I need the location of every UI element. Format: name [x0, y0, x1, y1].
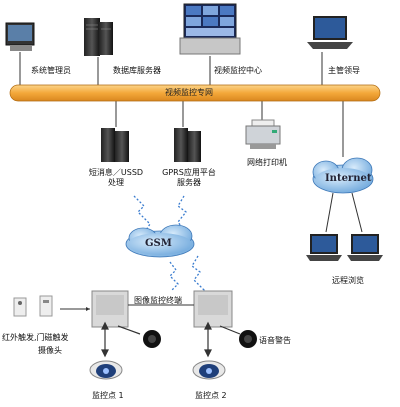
remote-laptop-icon-1	[306, 234, 342, 261]
site2-label: 监控点 2	[195, 391, 227, 400]
gprs-server-icon	[174, 128, 201, 162]
leader-label: 主管领导	[328, 66, 360, 75]
gsm-cloud	[125, 224, 195, 258]
printer-label: 网络打印机	[247, 158, 287, 167]
internet-cloud	[312, 157, 374, 194]
voice-alarm-label: 语音警告	[259, 336, 291, 345]
video-wall-icon	[179, 3, 241, 55]
sms-server-icon	[101, 128, 129, 162]
leader-laptop-icon	[307, 16, 353, 49]
site1-label: 监控点 1	[92, 391, 124, 400]
db-server-icon	[84, 18, 113, 56]
printer-icon	[245, 119, 281, 149]
speaker-icon-1	[143, 330, 161, 348]
gsm-label: GSM	[145, 238, 172, 249]
internet-label: Internet	[325, 173, 372, 184]
bus-label: 视频监控专网	[165, 88, 213, 97]
admin-label: 系统管理员	[31, 66, 71, 75]
remote-laptop-icon-2	[347, 234, 383, 261]
dome-camera-icon-1	[89, 360, 123, 380]
speaker-icon-2	[239, 330, 257, 348]
remote-view-label: 远程浏览	[332, 276, 364, 285]
infrared-sensor-icon	[13, 297, 27, 317]
internet-connectors	[325, 192, 363, 233]
top-connectors	[19, 52, 344, 157]
sensors-label: 红外触发,门磁触发	[2, 333, 69, 342]
terminal-label: 图像监控终端	[134, 296, 182, 305]
door-sensor-icon	[39, 295, 53, 317]
video-center-label: 视频监控中心	[214, 66, 262, 75]
db-server-label: 数据库服务器	[113, 66, 161, 75]
admin-computer-icon	[5, 22, 35, 51]
network-bus	[9, 84, 381, 102]
terminal-box-2	[193, 290, 233, 328]
gprs-server-label: GPRS应用平台服务器	[162, 168, 216, 187]
device-links	[101, 321, 241, 358]
dome-camera-icon-2	[192, 360, 226, 380]
camera-label: 摄像头	[38, 346, 62, 355]
sms-ussd-label: 短消息／USSD处理	[88, 168, 144, 187]
terminal-box-1	[91, 290, 129, 328]
